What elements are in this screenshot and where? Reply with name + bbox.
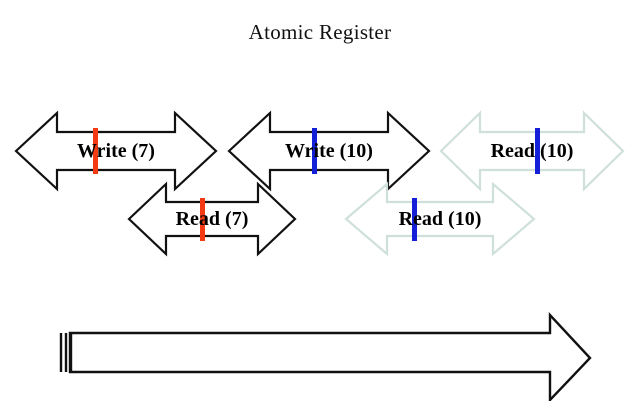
operation-write-10[interactable]: Write (10): [227, 110, 431, 192]
marker-write-7: [93, 128, 98, 174]
double-arrow-shape: [14, 110, 218, 192]
double-arrow-shape: [344, 181, 536, 257]
marker-read-10-bottom: [412, 198, 417, 241]
operation-label: Read (7): [175, 208, 249, 230]
operation-label: Read (10): [490, 140, 574, 162]
marker-read-7: [200, 198, 205, 241]
operation-write-7[interactable]: Write (7): [14, 110, 218, 192]
operation-read-10-top[interactable]: Read (10): [439, 110, 625, 192]
marker-read-10-top: [535, 128, 540, 174]
double-arrow-shape: [439, 110, 625, 192]
double-arrow-shape: [227, 110, 431, 192]
page-title: Atomic Register: [248, 20, 392, 44]
operation-label: Write (10): [285, 140, 373, 162]
operation-read-10-bottom[interactable]: Read (10): [344, 181, 536, 257]
marker-write-10: [312, 128, 317, 174]
operation-label: Read (10): [398, 208, 482, 230]
double-arrow-shape: [127, 181, 297, 257]
operation-label: Write (7): [77, 140, 155, 162]
operation-read-7[interactable]: Read (7): [127, 181, 297, 257]
